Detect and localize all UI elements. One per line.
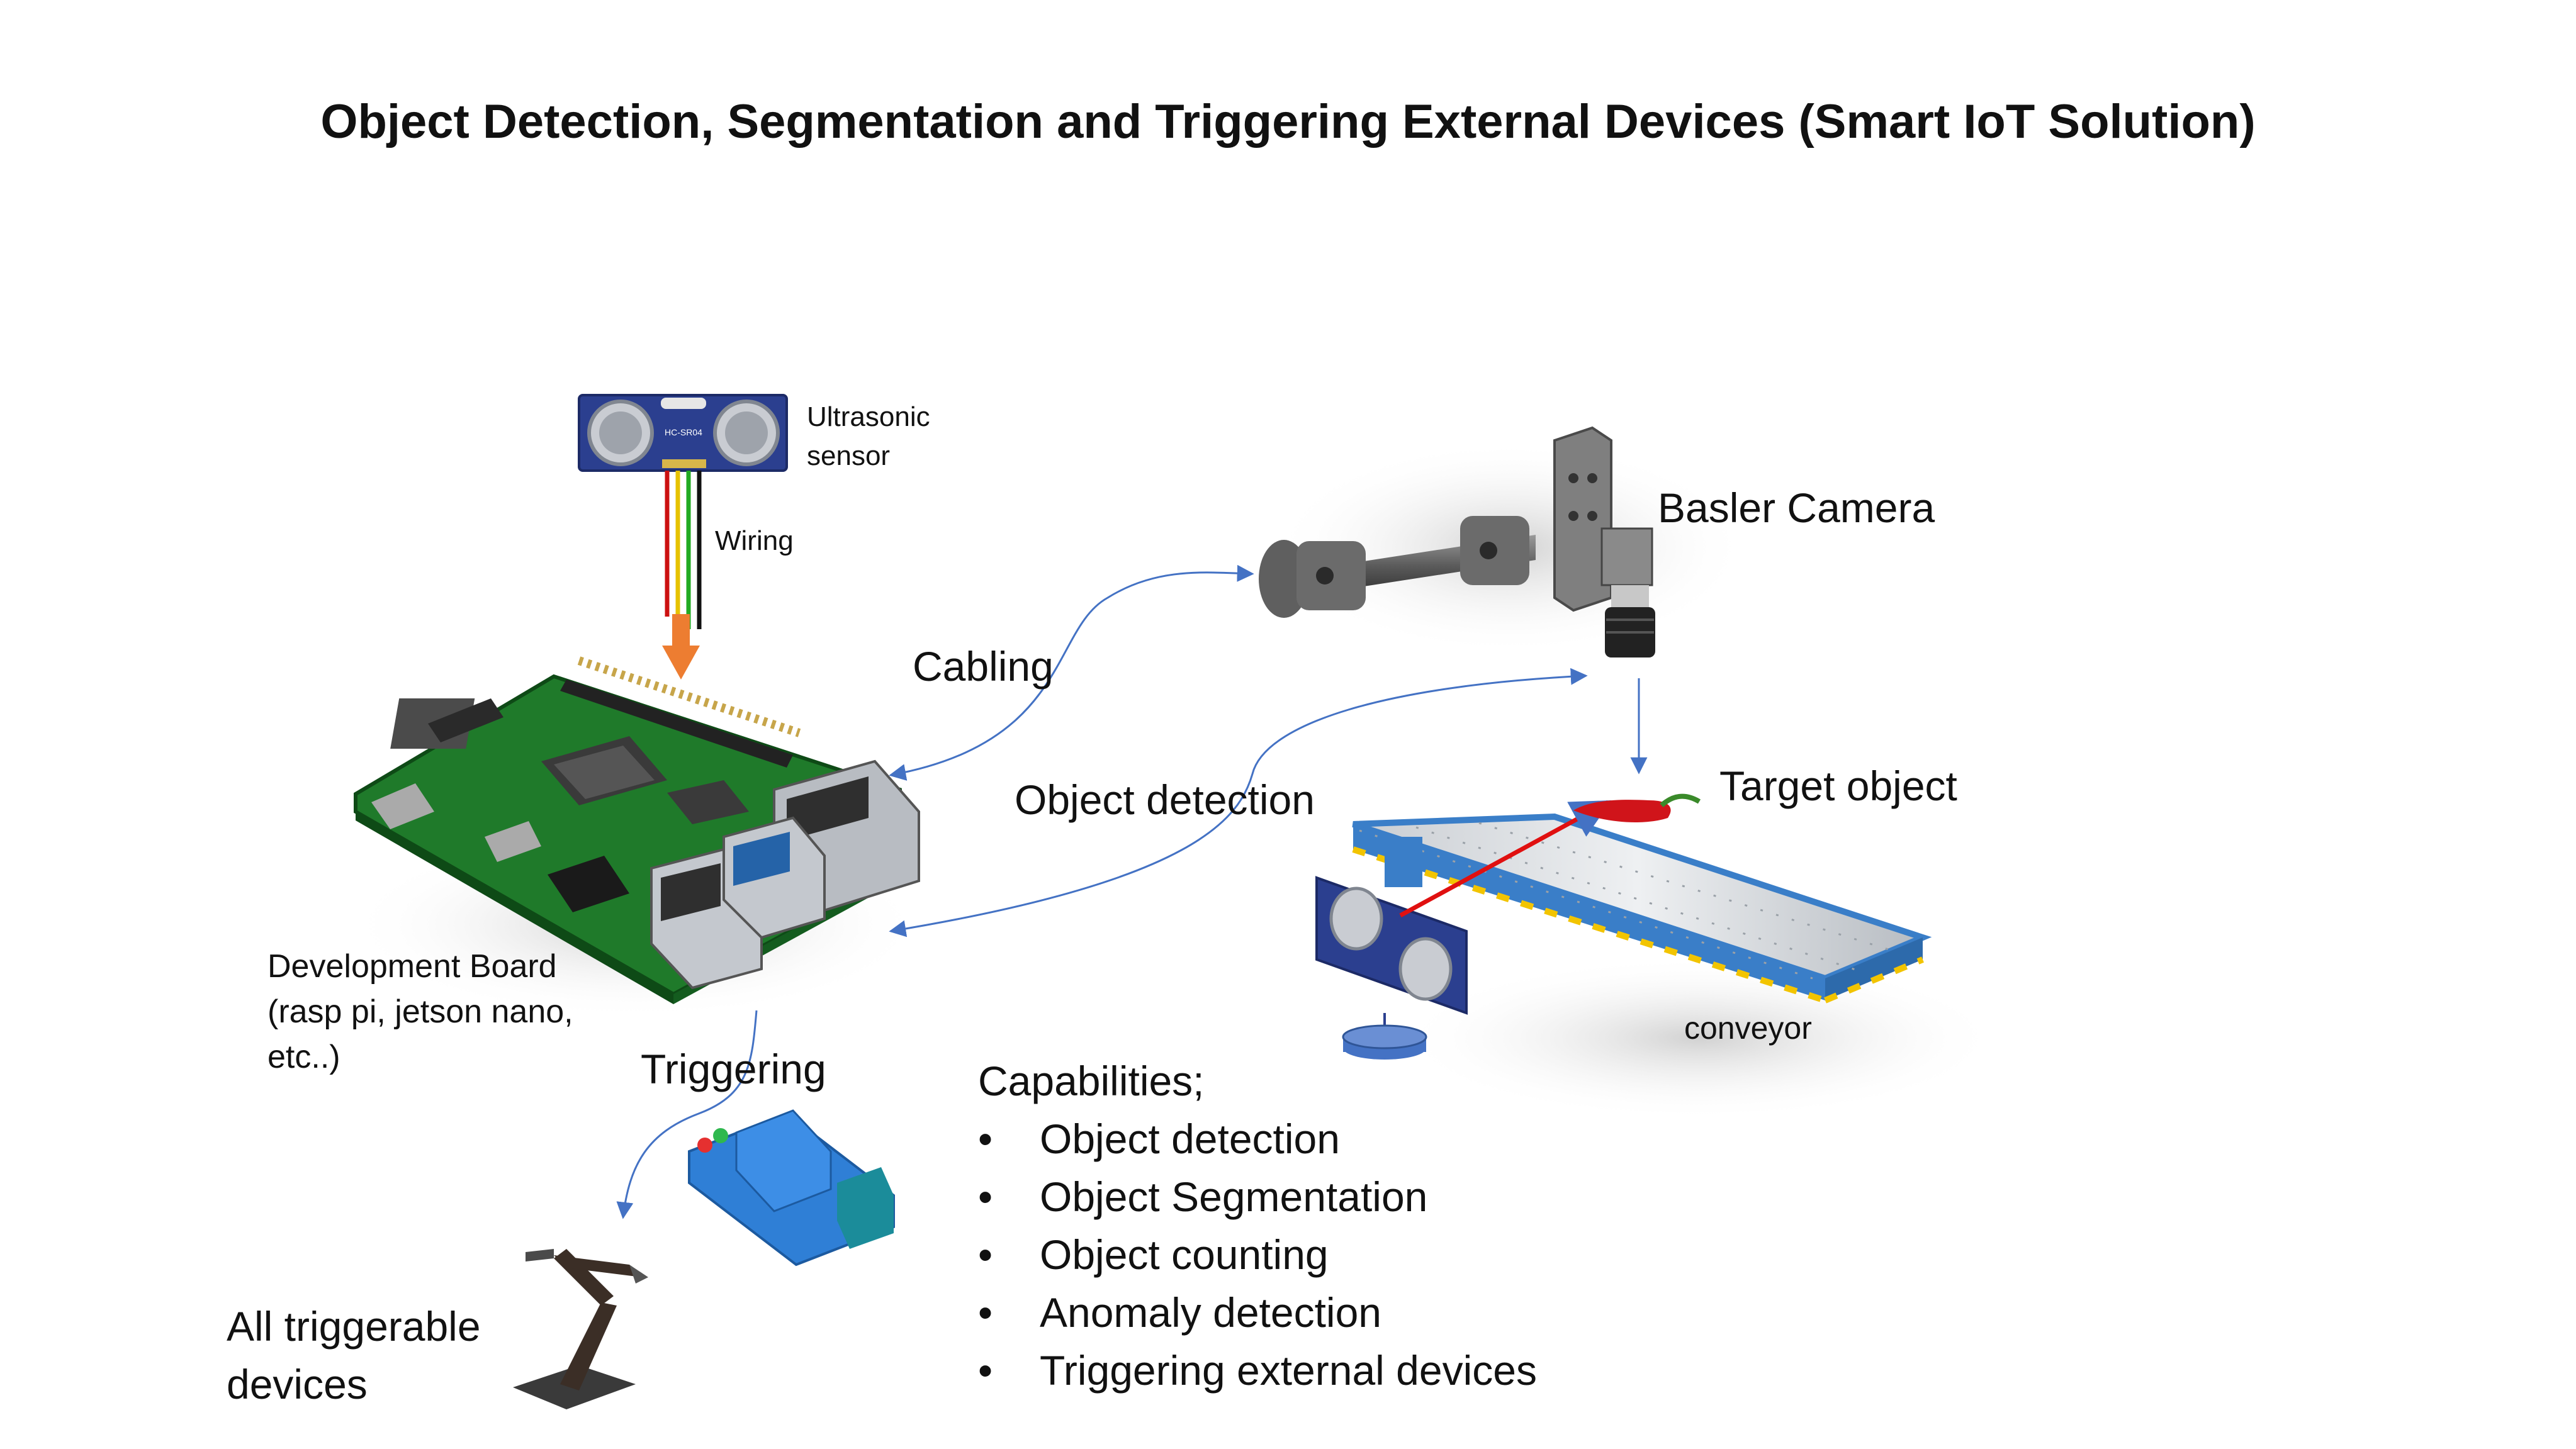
ultrasonic-sensor-image: HC-SR04 xyxy=(578,394,788,472)
development-board-label: Development Board (rasp pi, jetson nano,… xyxy=(267,944,573,1080)
capability-item: Triggering external devices xyxy=(978,1341,1537,1399)
dev-board-line3: etc..) xyxy=(267,1039,340,1075)
page-title: Object Detection, Segmentation and Trigg… xyxy=(320,95,2256,148)
all-triggerable-devices-label: All triggerable devices xyxy=(227,1297,481,1413)
object-detection-label: Object detection xyxy=(1015,776,1315,823)
capabilities-heading: Capabilities; xyxy=(978,1058,1205,1104)
relay-module-image xyxy=(688,1109,895,1267)
dev-board-line2: (rasp pi, jetson nano, xyxy=(267,993,573,1030)
object-detection-arrow xyxy=(889,668,1588,937)
cabling-label: Cabling xyxy=(913,643,1054,690)
basler-camera-image xyxy=(1259,426,1750,657)
capabilities-items: Object detection Object Segmentation Obj… xyxy=(978,1110,1537,1399)
basler-camera-label: Basler Camera xyxy=(1658,484,1935,531)
wiring-label: Wiring xyxy=(715,525,794,556)
capability-item: Object Segmentation xyxy=(978,1168,1537,1226)
capability-item: Object detection xyxy=(978,1110,1537,1168)
development-board-image xyxy=(346,656,925,1019)
gpio-header xyxy=(560,656,801,768)
target-object-label: Target object xyxy=(1719,763,1957,809)
all-triggerable-line2: devices xyxy=(227,1361,368,1407)
capabilities-list: Capabilities; Object detection Object Se… xyxy=(978,1052,1537,1399)
ultrasonic-label-line2: sensor xyxy=(807,440,891,471)
triggering-arrow xyxy=(616,1010,758,1219)
capability-item: Object counting xyxy=(978,1226,1537,1284)
conveyor-label: conveyor xyxy=(1684,1010,1812,1046)
chili-pepper-image xyxy=(1573,793,1701,823)
triggering-label: Triggering xyxy=(641,1046,826,1092)
ultrasonic-sensor-label: Ultrasonic sensor xyxy=(807,398,930,476)
capability-item: Anomaly detection xyxy=(978,1284,1537,1341)
wiring xyxy=(662,471,702,680)
sensor-chip-text: HC-SR04 xyxy=(665,427,702,437)
robot-arm-image xyxy=(513,1249,648,1409)
all-triggerable-line1: All triggerable xyxy=(227,1303,481,1350)
ultrasonic-label-line1: Ultrasonic xyxy=(807,401,930,432)
dev-board-line1: Development Board xyxy=(267,948,557,985)
